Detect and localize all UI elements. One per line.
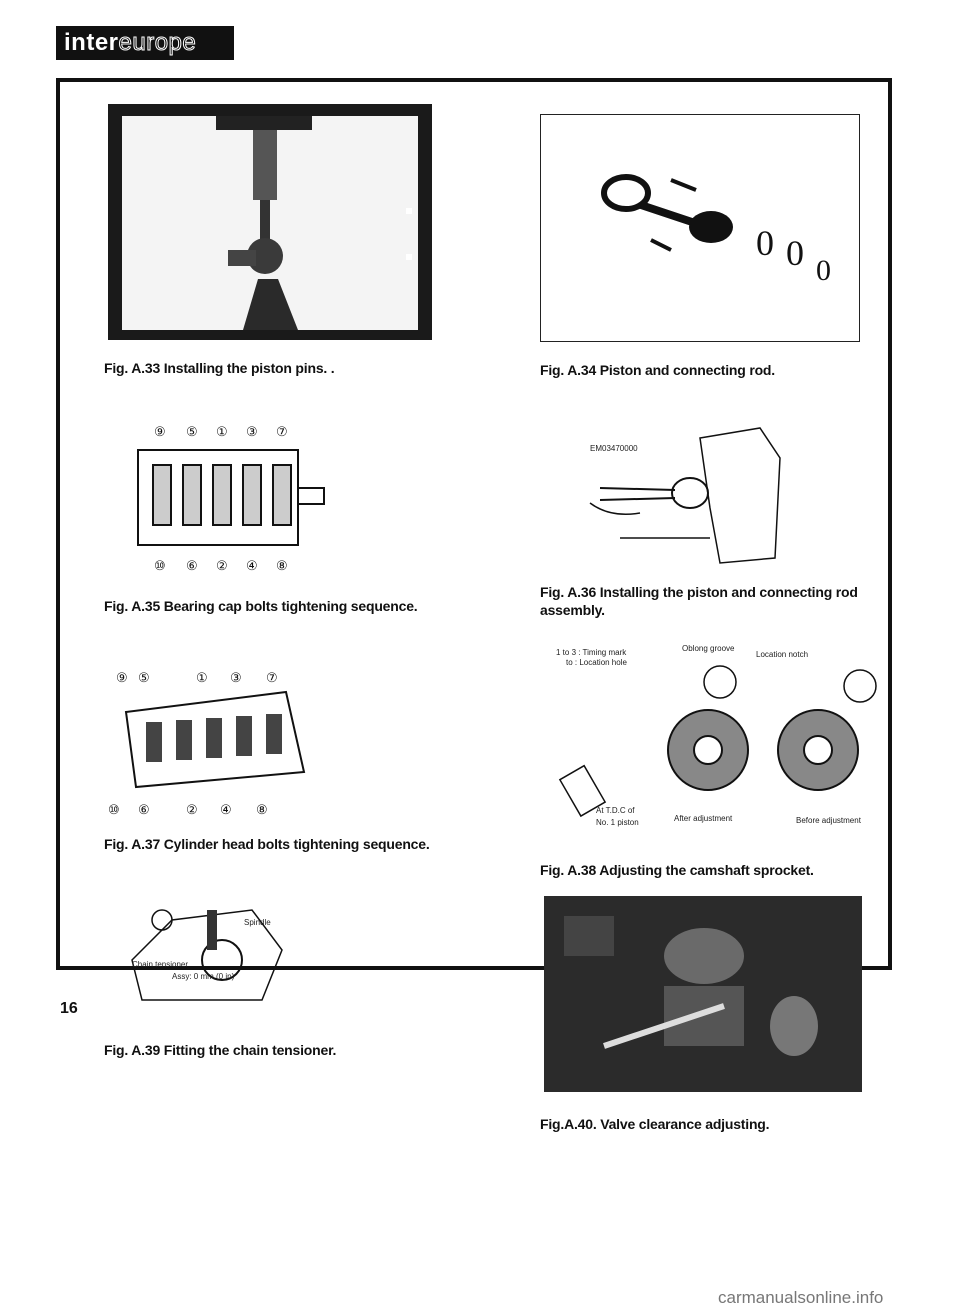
svg-text:0: 0	[756, 223, 774, 263]
svg-text:⑨: ⑨	[116, 670, 128, 685]
fig-a34-illustration: 0 0 0	[540, 114, 860, 342]
caption-fig-a39: Fig. A.39 Fitting the chain tensioner.	[104, 1042, 337, 1058]
svg-text:0: 0	[816, 254, 831, 287]
piston-press-illustration	[122, 116, 418, 330]
tool-code-label: EM03470000	[590, 444, 638, 453]
svg-text:④: ④	[220, 802, 232, 817]
caption-fig-a36-line1: Fig. A.36 Installing the piston and conn…	[540, 584, 858, 600]
svg-text:②: ②	[186, 802, 198, 817]
svg-text:④: ④	[246, 558, 258, 573]
piston-rod-drawing: 0 0 0	[601, 174, 831, 287]
svg-text:⑨: ⑨	[154, 424, 166, 439]
svg-text:②: ②	[216, 558, 228, 573]
bearing-cap-sequence-drawing: ⑨ ⑤ ① ③ ⑦ ⑩ ⑥ ② ④ ⑧	[137, 424, 325, 573]
legend-location-hole: to : Location hole	[566, 658, 627, 667]
tdc-label-line2: No. 1 piston	[596, 818, 639, 827]
caption-fig-a33: Fig. A.33 Installing the piston pins. .	[104, 360, 335, 376]
caption-fig-a36-line2: assembly.	[540, 602, 605, 618]
brand-logo-text: inter	[64, 29, 119, 56]
svg-text:③: ③	[246, 424, 258, 439]
chain-tensioner-drawing	[131, 909, 283, 1001]
figure-frame	[56, 78, 892, 970]
svg-text:①: ①	[216, 424, 228, 439]
assy-gap-label: Assy: 0 mm (0 in)	[172, 972, 235, 981]
fig-a33-photo	[108, 104, 432, 340]
chain-tensioner-label: Chain tensioner	[132, 960, 189, 969]
svg-text:⑧: ⑧	[256, 802, 268, 817]
svg-text:⑤: ⑤	[138, 670, 150, 685]
valve-clearance-photo-drawing	[544, 896, 862, 1092]
caption-fig-a38: Fig. A.38 Adjusting the camshaft sprocke…	[540, 862, 814, 878]
caption-fig-a40: Fig.A.40. Valve clearance adjusting.	[540, 1116, 770, 1132]
svg-text:⑦: ⑦	[266, 670, 278, 685]
brand-logo-outline-text: europe	[118, 29, 197, 57]
after-adjustment-label: After adjustment	[674, 814, 733, 823]
piston-installer-drawing	[589, 427, 781, 564]
svg-text:⑩: ⑩	[154, 558, 166, 573]
fig-a40-photo	[544, 896, 862, 1092]
oblong-groove-label: Oblong groove	[682, 644, 735, 653]
svg-text:⑤: ⑤	[186, 424, 198, 439]
tdc-label-line1: At T.D.C of	[596, 806, 635, 815]
caption-fig-a34: Fig. A.34 Piston and connecting rod.	[540, 362, 775, 378]
svg-text:①: ①	[196, 670, 208, 685]
svg-text:⑥: ⑥	[138, 802, 150, 817]
location-notch-label: Location notch	[756, 650, 809, 659]
before-adjustment-label: Before adjustment	[796, 816, 861, 825]
svg-text:⑥: ⑥	[186, 558, 198, 573]
svg-text:⑦: ⑦	[276, 424, 288, 439]
caption-fig-a37: Fig. A.37 Cylinder head bolts tightening…	[104, 836, 430, 852]
fig-a36-diagram: EM03470000	[560, 418, 810, 573]
legend-timing-mark: 1 to 3 : Timing mark	[556, 648, 627, 657]
fig-a39-tensioner-drawing: Spindle Chain tensioner Assy: 0 mm (0 in…	[112, 890, 302, 1004]
watermark: carmanualsonline.info	[718, 1288, 884, 1307]
svg-text:0: 0	[786, 233, 804, 273]
fig-a38-diagram: 1 to 3 : Timing mark to : Location hole …	[548, 640, 888, 840]
svg-text:⑧: ⑧	[276, 558, 288, 573]
svg-text:⑩: ⑩	[108, 802, 120, 817]
camshaft-sprocket-drawing	[558, 665, 877, 818]
fig-a35-diagram: ⑨ ⑤ ① ③ ⑦ ⑩ ⑥ ② ④ ⑧	[128, 420, 328, 580]
svg-text:③: ③	[230, 670, 242, 685]
caption-fig-a35: Fig. A.35 Bearing cap bolts tightening s…	[104, 598, 418, 614]
page-number: 16	[60, 1000, 78, 1017]
spindle-label: Spindle	[244, 918, 271, 927]
